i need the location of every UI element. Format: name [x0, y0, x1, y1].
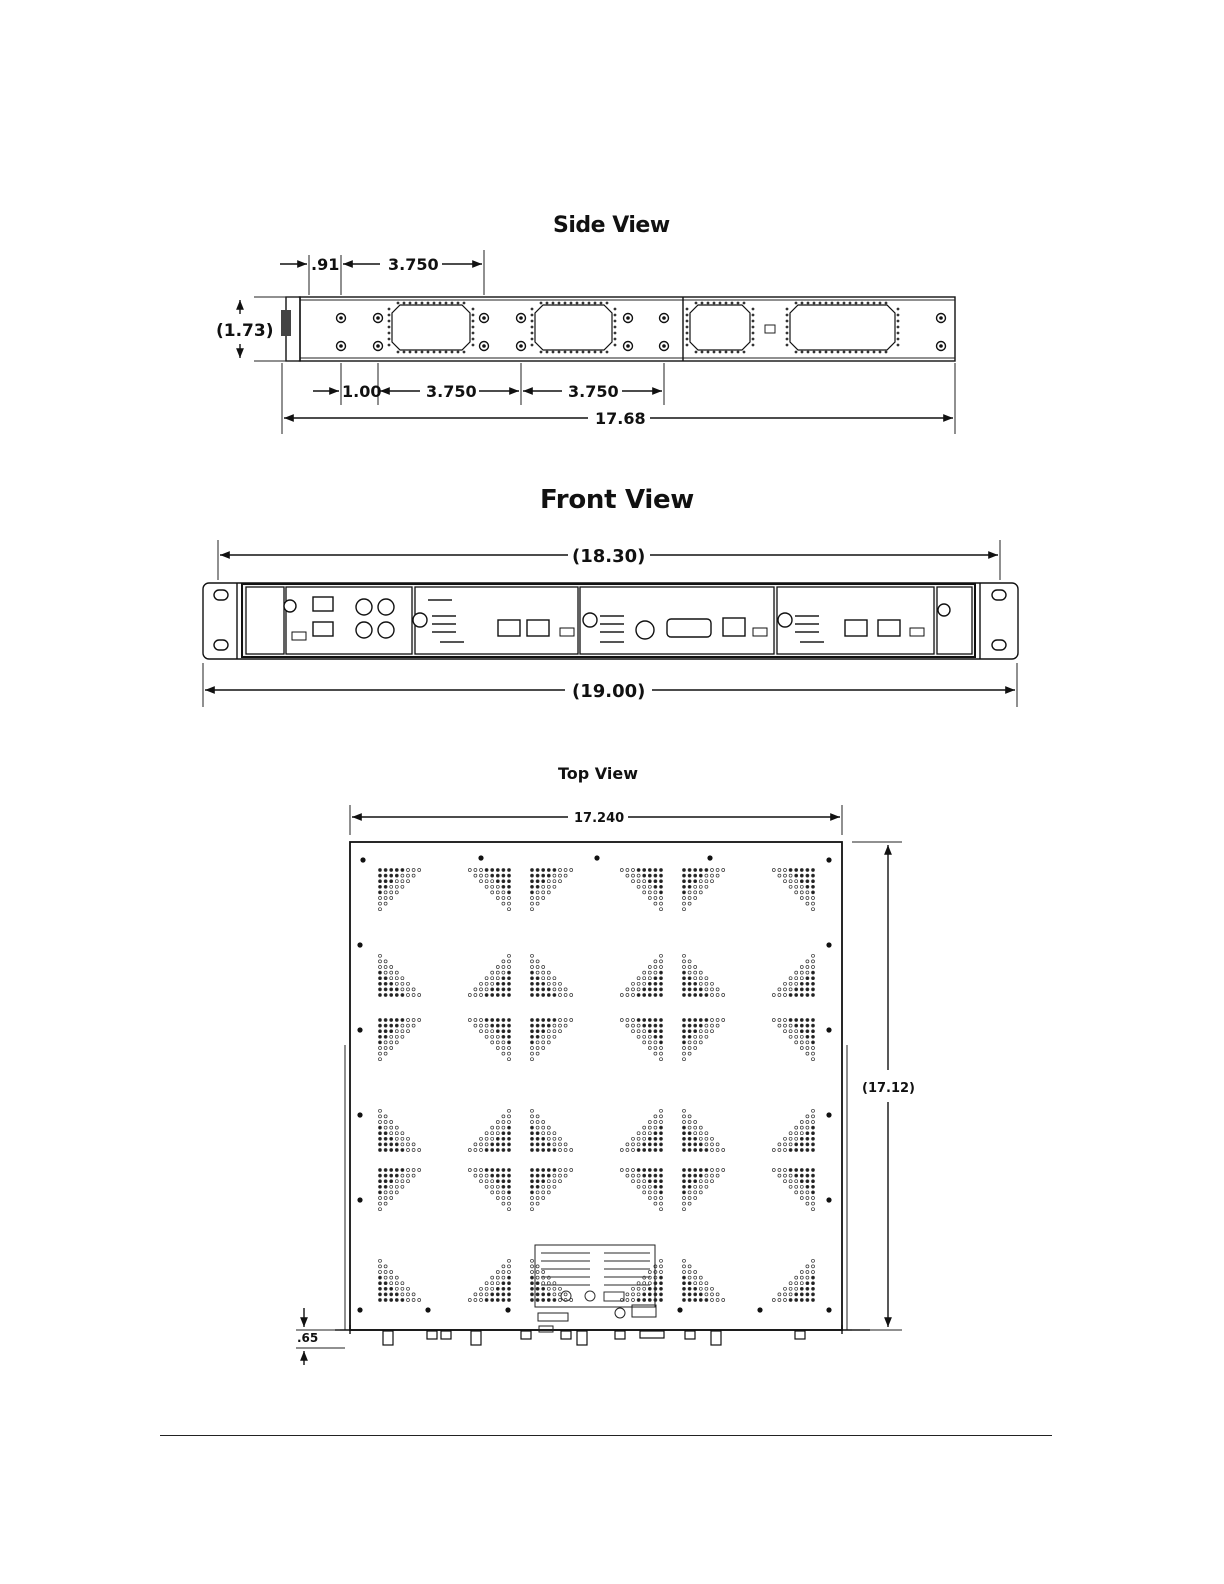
footer-rule [160, 1435, 1052, 1436]
side-handle [281, 310, 291, 336]
dim-front-outer-width: (19.00) [572, 681, 645, 702]
side-vent-windows [388, 302, 900, 354]
top-view-drawing: 17.240 (17.12) .65 [296, 805, 915, 1365]
dim-front-inner-width: (18.30) [572, 546, 645, 567]
front-rack-slot-left-top [214, 590, 228, 600]
dim-top-rear-overhang: .65 [297, 1331, 318, 1345]
dim-top-depth: (17.12) [862, 1081, 915, 1096]
top-rear-connectors [383, 1331, 805, 1345]
side-view-drawing: .91 3.750 (1.73) 1.00 3.750 3.750 17.68 [216, 250, 955, 434]
dim-top-width: 17.240 [574, 811, 624, 826]
dim-side-span-bottom-2: 3.750 [568, 382, 619, 401]
side-label-slot [765, 325, 775, 333]
front-rack-slot-left-bottom [214, 640, 228, 650]
side-mounting-holes [337, 314, 946, 351]
front-rack-slot-right-top [992, 590, 1006, 600]
front-rack-slot-right-bottom [992, 640, 1006, 650]
dim-side-height: (1.73) [216, 321, 273, 341]
dim-side-length: 17.68 [595, 409, 646, 428]
dim-side-span-top: 3.750 [388, 255, 439, 274]
front-view-drawing: (18.30) (19.00) [203, 540, 1018, 707]
dim-side-offset-bottom: 1.00 [342, 382, 381, 401]
dim-side-offset-top: .91 [311, 255, 339, 274]
top-plate [350, 842, 842, 1330]
dim-side-span-bottom-1: 3.750 [426, 382, 477, 401]
front-modules [246, 587, 972, 654]
